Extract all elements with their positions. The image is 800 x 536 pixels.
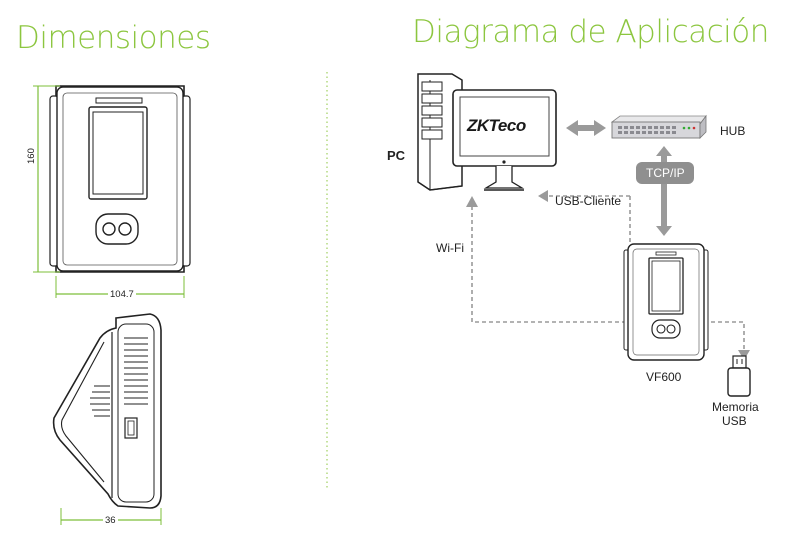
height-dimension-label: 160 bbox=[26, 148, 37, 164]
usb-memory-stick bbox=[727, 355, 751, 397]
device-side-view bbox=[52, 313, 162, 509]
usb-client-label: USB-Cliente bbox=[555, 194, 622, 208]
device-front-view bbox=[49, 85, 191, 273]
tcpip-link-arrow bbox=[636, 146, 694, 236]
hub-label: HUB bbox=[720, 124, 746, 138]
wifi-label: Wi-Fi bbox=[436, 241, 464, 255]
dimensions-heading: Dimensiones bbox=[16, 20, 211, 56]
zkteco-logo: ZKTeco bbox=[467, 116, 526, 135]
height-dimension-line bbox=[33, 85, 60, 273]
wifi-link bbox=[466, 196, 626, 323]
usb-memory-label-line2: USB bbox=[722, 414, 747, 428]
usb-memory-link bbox=[704, 321, 750, 360]
vf600-label: VF600 bbox=[646, 370, 682, 384]
pc-monitor bbox=[452, 89, 557, 191]
tcpip-label: TCP/IP bbox=[646, 166, 685, 180]
usb-memory-label-line1: Memoria bbox=[712, 400, 759, 414]
application-diagram-heading: Diagrama de Aplicación bbox=[412, 14, 769, 50]
width-dimension-label: 104.7 bbox=[108, 289, 136, 300]
pc-hub-link-arrow bbox=[566, 120, 606, 136]
vf600-device bbox=[623, 243, 709, 361]
hub-device bbox=[610, 114, 707, 139]
depth-dimension-label: 36 bbox=[103, 515, 118, 526]
pc-tower bbox=[417, 73, 463, 191]
pc-label: PC bbox=[387, 148, 406, 163]
usb-client-link bbox=[538, 190, 631, 260]
